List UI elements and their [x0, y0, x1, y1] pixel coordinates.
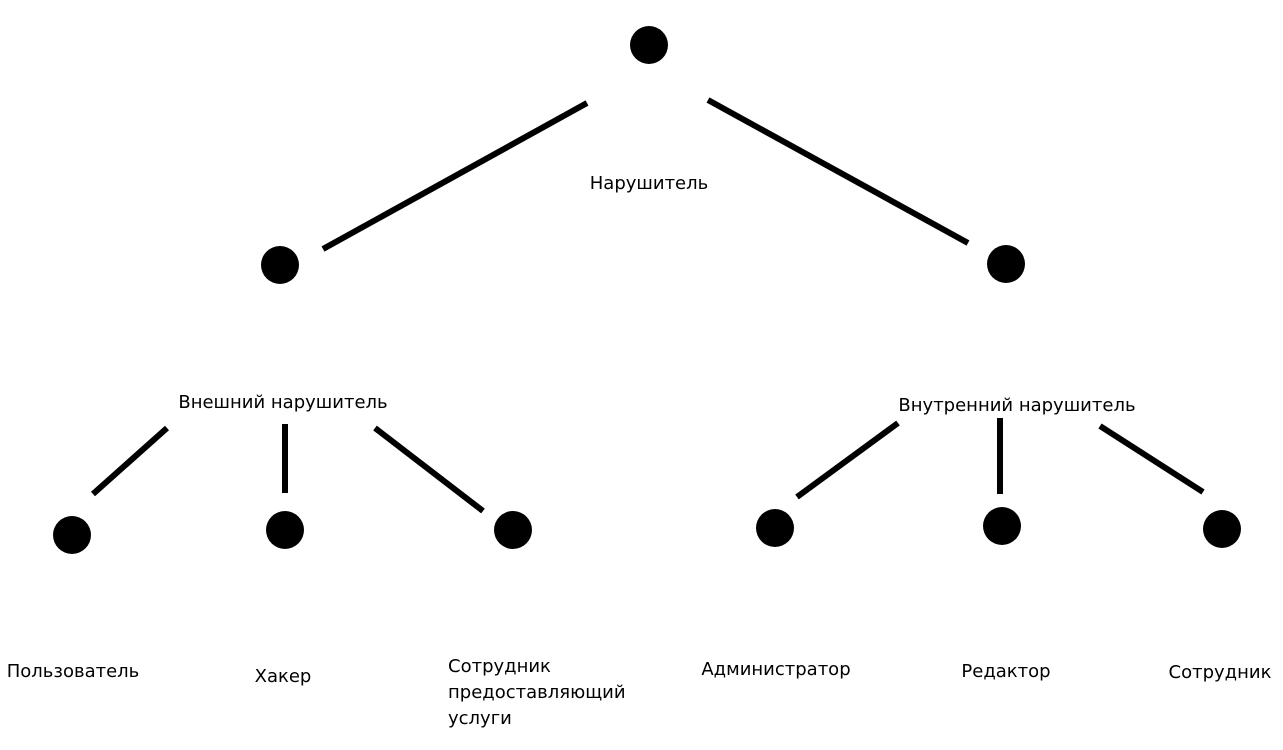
stick-figure-icon	[1189, 510, 1255, 637]
actor-service-provider-employee: Сотрудник предоставляющий услуги	[448, 511, 626, 729]
actor-external-intruder: Внешний нарушитель	[178, 246, 388, 413]
actor-label-line-2: предоставляющий	[448, 682, 626, 703]
stick-figure-icon	[247, 246, 313, 373]
actor-editor: Редактор	[961, 507, 1051, 682]
stick-figure-icon	[252, 511, 318, 638]
edge-external-user	[91, 425, 169, 497]
stick-figure-icon	[969, 507, 1035, 634]
actor-label: Нарушитель	[590, 173, 709, 194]
actor-user: Пользователь	[7, 516, 140, 682]
edge-root-internal	[706, 97, 970, 246]
actor-administrator: Администратор	[701, 509, 851, 680]
actor-label: Администратор	[701, 659, 850, 680]
actor-employee: Сотрудник	[1169, 510, 1272, 683]
actor-intruder: Нарушитель	[590, 26, 709, 194]
stick-figure-icon	[39, 516, 105, 643]
actor-label: Внутренний нарушитель	[898, 395, 1135, 416]
actor-label-line-3: услуги	[448, 708, 512, 729]
stick-figure-icon	[480, 511, 546, 638]
stick-figure-icon	[616, 26, 682, 153]
actor-hacker: Хакер	[252, 511, 318, 687]
stick-figure-icon	[742, 509, 808, 636]
edge-root-external	[321, 100, 589, 252]
edge-internal-admin	[795, 420, 900, 500]
actor-label: Пользователь	[7, 661, 140, 682]
actor-label: Сотрудник	[1169, 662, 1272, 683]
actor-label: Редактор	[961, 661, 1050, 682]
connectors	[91, 97, 1205, 514]
actor-label-line-1: Сотрудник	[448, 656, 551, 677]
actor-label: Внешний нарушитель	[178, 392, 387, 413]
actor-internal-intruder: Внутренний нарушитель	[898, 245, 1136, 416]
actor-label: Хакер	[255, 666, 312, 687]
edge-internal-employee	[1098, 423, 1205, 495]
edge-external-provider	[373, 425, 485, 514]
stick-figure-icon	[973, 245, 1039, 372]
